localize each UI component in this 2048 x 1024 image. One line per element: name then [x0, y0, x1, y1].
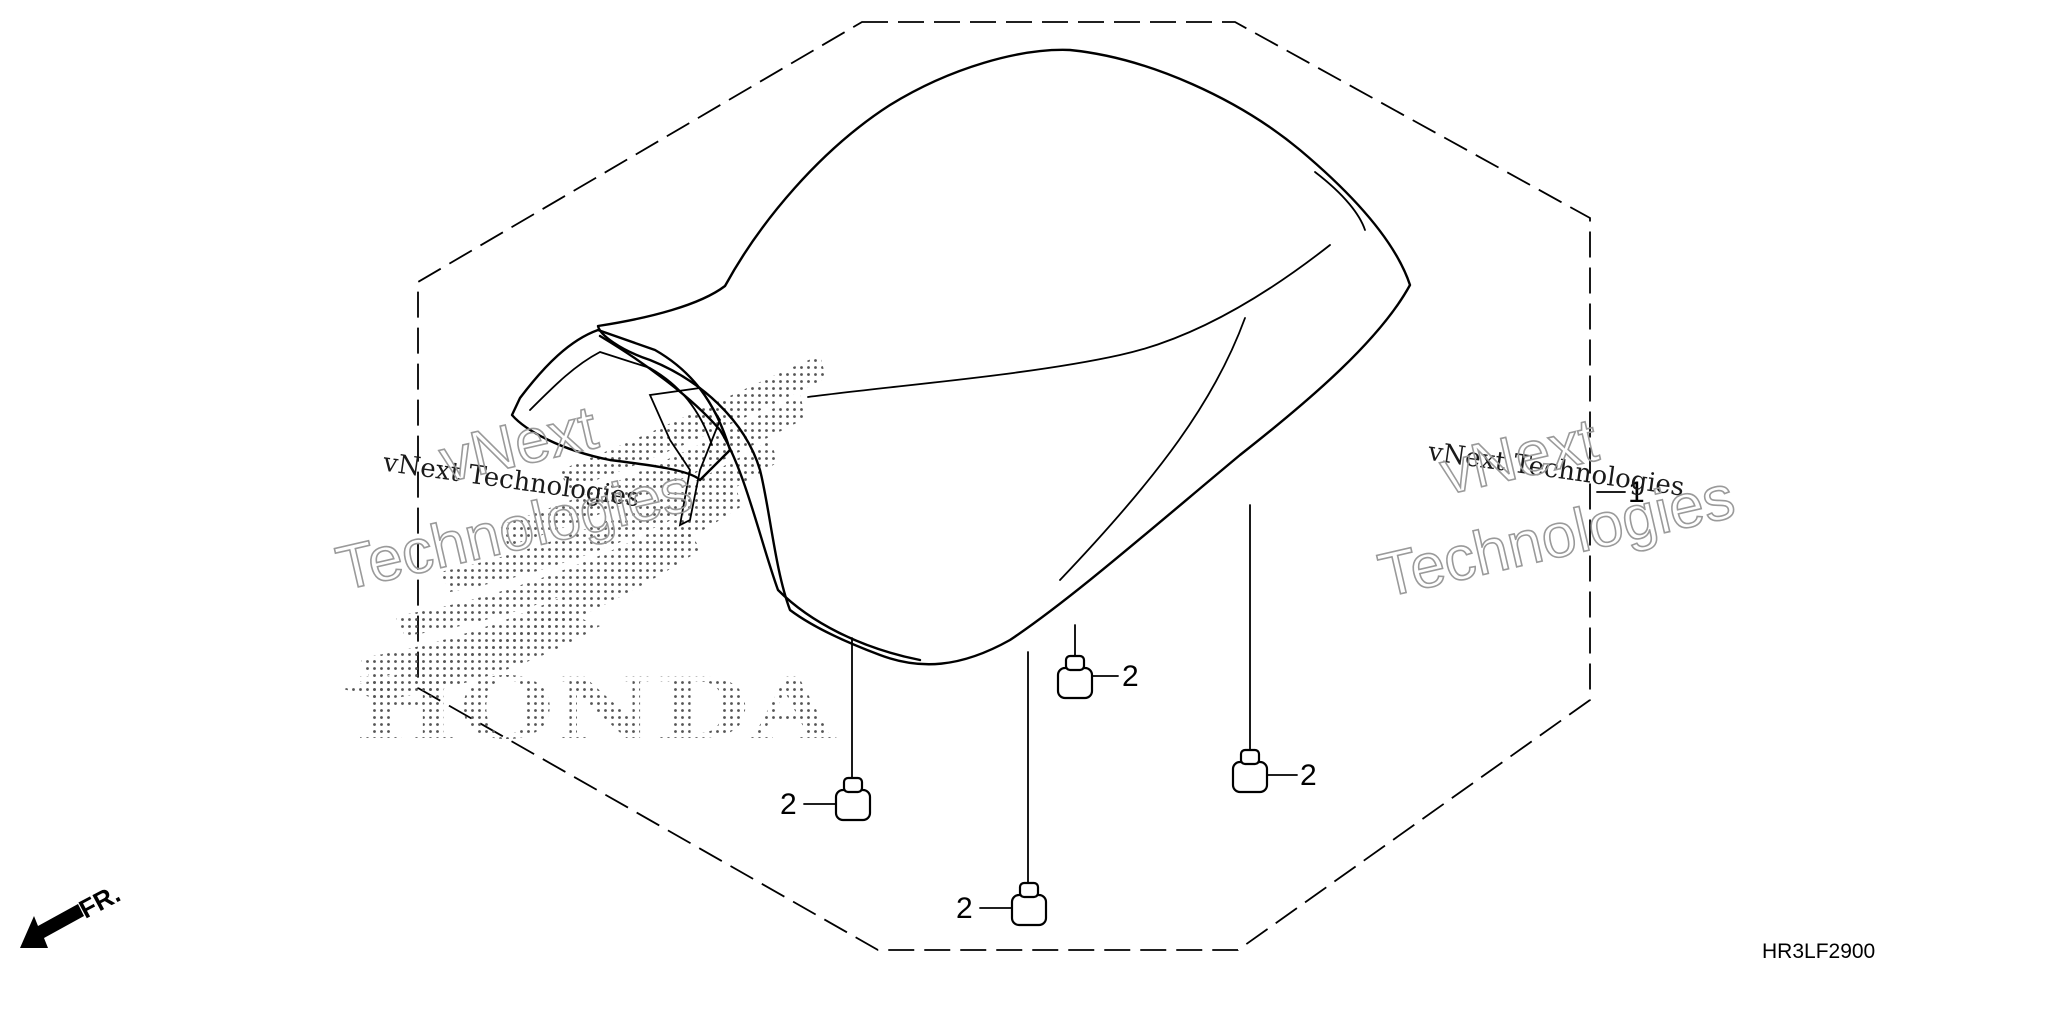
front-direction-label: FR.: [74, 878, 125, 924]
front-direction-indicator: FR.: [20, 878, 125, 948]
seat-rear-contour: [1314, 171, 1366, 231]
seat-crease: [807, 244, 1331, 398]
seat-latch-recess: [510, 328, 732, 482]
seat-latch-inner: [529, 351, 713, 446]
seat-assembly: [510, 48, 1412, 666]
seat-latch-tongue: [648, 387, 722, 527]
seat-outline: [596, 48, 1412, 666]
watermark-right-outline: vNext Technologies: [1372, 405, 1742, 612]
honda-logo-text: HONDA: [355, 659, 837, 758]
seat-crease-side: [1059, 317, 1246, 581]
cushion-group: [834, 654, 1269, 927]
cushion-d-icon: [1231, 748, 1269, 794]
seat-lower-edge: [598, 334, 922, 662]
callout-cushion-c: 2: [1122, 660, 1139, 693]
assembly-boundary: [417, 21, 1591, 951]
honda-wing-logo: [340, 355, 826, 700]
front-arrow-icon: [20, 904, 84, 948]
callout-cushion-b: 2: [956, 892, 973, 925]
cushion-a-icon: [834, 776, 872, 822]
watermark-right-outline-top: vNext: [1434, 406, 1604, 509]
callout-cushion-a: 2: [780, 788, 797, 821]
leader-lines: [851, 491, 1626, 886]
callout-cushion-d: 2: [1300, 759, 1317, 792]
cushion-c-icon: [1056, 654, 1094, 700]
cushion-b-icon: [1010, 881, 1048, 927]
diagram-code: HR3LF2900: [1762, 940, 1875, 963]
callout-ticks: [803, 675, 1298, 909]
callout-seat: 1: [1628, 476, 1645, 509]
